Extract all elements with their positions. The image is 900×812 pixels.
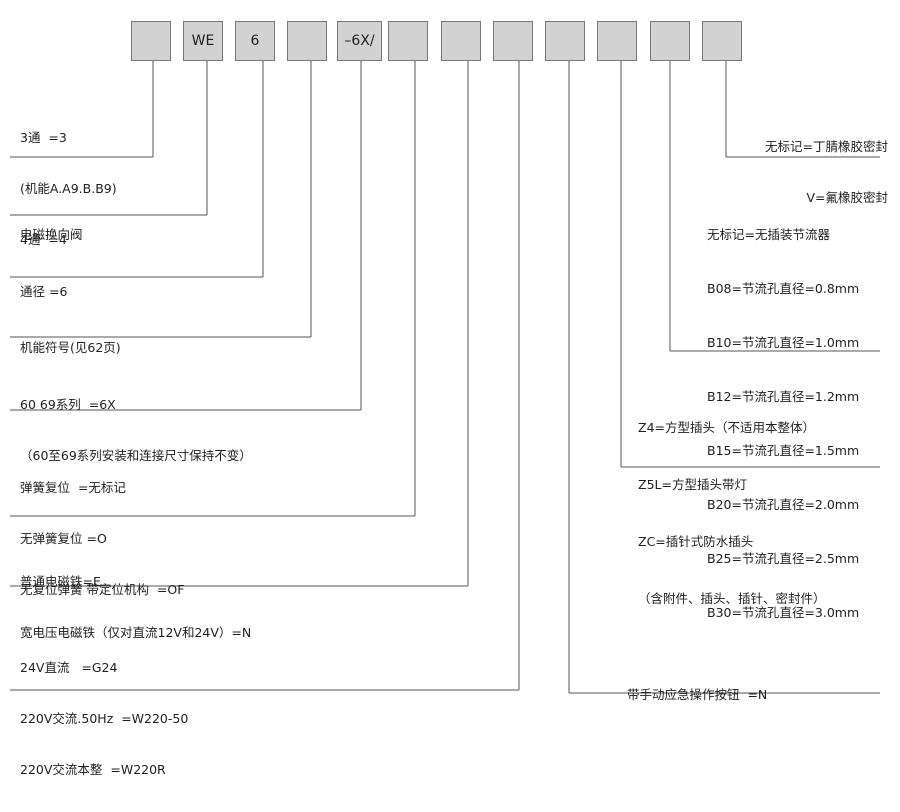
option-series-line-1: 60 69系列 =6X	[20, 397, 116, 412]
code-box-7	[441, 21, 481, 61]
option-orifice-line-6: B20=节流孔直径=2.0mm	[707, 497, 860, 512]
option-spring-return-line-1: 弹簧复位 =无标记	[20, 480, 126, 495]
option-orifice-line-7: B25=节流孔直径=2.5mm	[707, 551, 860, 566]
option-manual-override-line-1: 带手动应急操作按钮 =N	[627, 687, 768, 702]
option-orifice-line-1: 无标记=无插装节流器	[707, 227, 830, 242]
option-connector-line-3: ZC=插针式防水插头	[638, 534, 754, 549]
option-orifice-line-5: B15=节流孔直径=1.5mm	[707, 443, 860, 458]
option-size-line-1: 通径 =6	[20, 284, 68, 299]
option-connector-line-2: Z5L=方型插头带灯	[638, 477, 747, 492]
code-box-5: –6X/	[337, 21, 382, 61]
option-orifice-line-4: B12=节流孔直径=1.2mm	[707, 389, 860, 404]
option-connector-line-4: （含附件、插头、插针、密封件）	[638, 591, 826, 606]
option-seals-line-2: V=氟橡胶密封	[806, 190, 888, 205]
option-orifice: 无标记=无插装节流器 B08=节流孔直径=0.8mm B10=节流孔直径=1.0…	[707, 190, 859, 658]
option-ports-line-2: (机能A.A9.B.B9)	[20, 181, 117, 196]
option-spring-return-line-3: 无复位弹簧 带定位机构 =OF	[20, 582, 185, 597]
option-spool-symbol: 机能符号(见62页)	[20, 305, 121, 390]
option-solenoid-line-1: 普通电磁铁=E	[20, 574, 101, 589]
option-valve-type-line-1: 电磁换向阀	[20, 227, 83, 242]
option-series: 60 69系列 =6X （60至69系列安装和连接尺寸保持不变）	[20, 362, 252, 498]
option-ports: 3通 =3 (机能A.A9.B.B9) 4通 =4	[20, 95, 117, 282]
code-box-4	[287, 21, 327, 61]
option-ports-line-1: 3通 =3	[20, 130, 67, 145]
option-orifice-line-3: B10=节流孔直径=1.0mm	[707, 335, 860, 350]
option-spool-symbol-line-1: 机能符号(见62页)	[20, 340, 121, 355]
code-box-6	[388, 21, 428, 61]
option-voltage-line-2: 220V交流.50Hz =W220-50	[20, 711, 189, 726]
code-box-1	[131, 21, 171, 61]
option-connector-line-1: Z4=方型插头（不适用本整体）	[638, 420, 815, 435]
option-solenoid-line-2: 宽电压电磁铁（仅对直流12V和24V）=N	[20, 625, 252, 640]
option-ports-line-3: 4通 =4	[20, 232, 67, 247]
option-valve-type: 电磁换向阀	[20, 192, 83, 277]
option-solenoid: 普通电磁铁=E 宽电压电磁铁（仅对直流12V和24V）=N	[20, 539, 251, 675]
code-box-12	[702, 21, 742, 61]
option-spring-return-line-2: 无弹簧复位 =O	[20, 531, 107, 546]
option-orifice-line-8: B30=节流孔直径=3.0mm	[707, 605, 860, 620]
option-series-line-2: （60至69系列安装和连接尺寸保持不变）	[20, 448, 252, 463]
code-box-2: WE	[183, 21, 223, 61]
code-box-11	[650, 21, 690, 61]
option-spring-return: 弹簧复位 =无标记 无弹簧复位 =O 无复位弹簧 带定位机构 =OF	[20, 445, 184, 632]
code-box-9	[545, 21, 585, 61]
code-box-3: 6	[235, 21, 275, 61]
option-orifice-line-2: B08=节流孔直径=0.8mm	[707, 281, 860, 296]
option-seals: 无标记=丁腈橡胶密封 V=氟橡胶密封	[765, 104, 888, 240]
option-voltage-line-1: 24V直流 =G24	[20, 660, 118, 675]
ordering-code-diagram: WE 6 –6X/ 3通 =3 (机能A.A9.B.B9) 4通 =4 电磁换向…	[10, 21, 888, 777]
code-box-8	[493, 21, 533, 61]
option-voltage-line-3: 220V交流本整 =W220R	[20, 762, 166, 777]
option-seals-line-1: 无标记=丁腈橡胶密封	[765, 139, 888, 154]
option-voltage: 24V直流 =G24 220V交流.50Hz =W220-50 220V交流本整…	[20, 625, 188, 812]
code-box-10	[597, 21, 637, 61]
option-manual-override: 带手动应急操作按钮 =N	[627, 652, 767, 737]
option-size: 通径 =6	[20, 249, 67, 334]
option-connector: Z4=方型插头（不适用本整体） Z5L=方型插头带灯 ZC=插针式防水插头 （含…	[638, 380, 826, 646]
connector-lines	[10, 61, 880, 694]
